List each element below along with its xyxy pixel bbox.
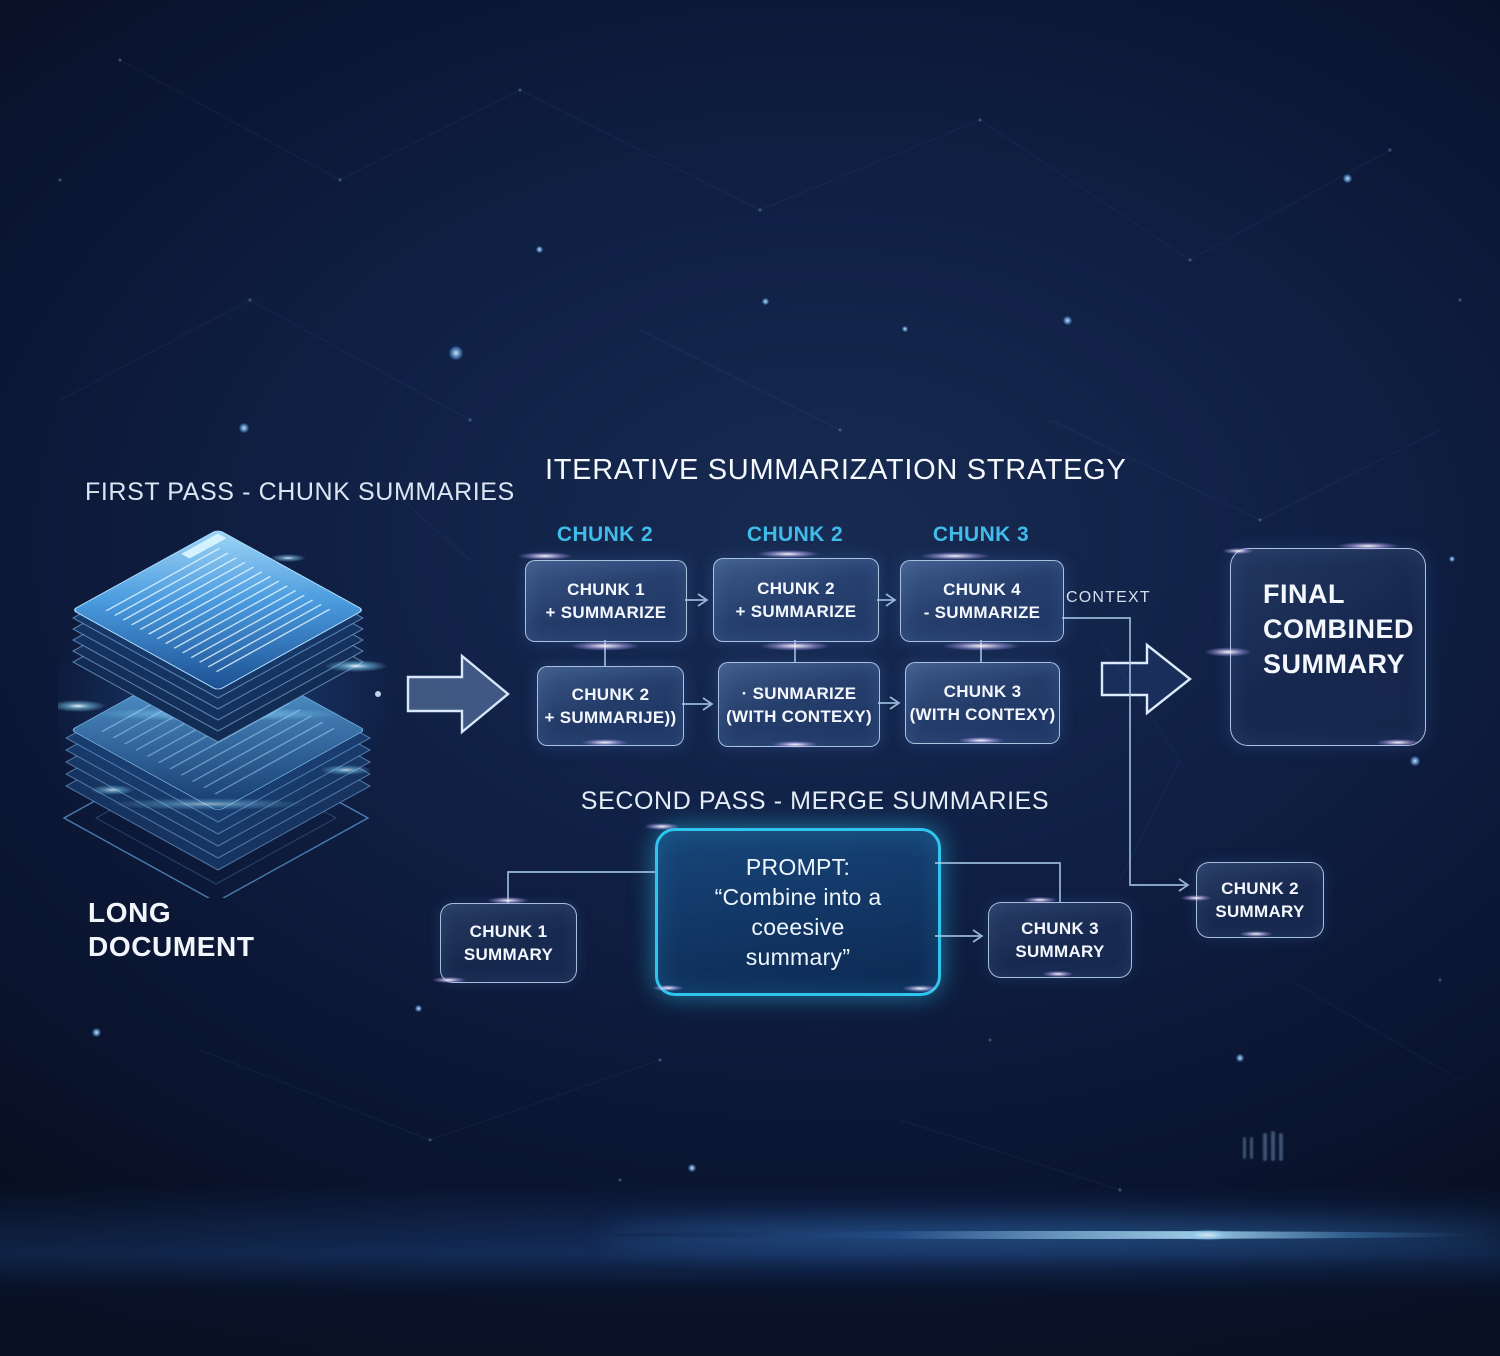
- node-summarize-with-context: · SUNMARIZE (WITH CONTEXY): [718, 662, 880, 747]
- prompt-line2: “Combine into a: [714, 884, 882, 910]
- node-chunk1-summarize: CHUNK 1 + SUMMARIZE: [525, 560, 687, 642]
- node-chunk2-summarize-b: CHUNK 2 + SUMMARIJE)): [537, 666, 684, 746]
- final-line2: COMBINED: [1263, 614, 1414, 644]
- context-label: CONTEXT: [1066, 589, 1151, 606]
- node-chunk3-with-context: CHUNK 3 (WITH CONTEXY): [905, 662, 1060, 744]
- final-line1: FINAL: [1263, 579, 1345, 609]
- node-line: + SUMMARIZE: [735, 602, 857, 621]
- node-line: SUMMARY: [1215, 902, 1305, 921]
- node-line: CHUNK 3: [943, 682, 1022, 701]
- node-line: + SUMMARIJE)): [544, 708, 677, 727]
- node-line: CHUNK 2: [571, 685, 650, 704]
- node-line: CHUNK 1: [469, 922, 548, 941]
- first-pass-heading: FIRST PASS - CHUNK SUMMARIES: [85, 478, 515, 506]
- prompt-line3: coeesive: [751, 914, 845, 940]
- chunk-label-3: CHUNK 3: [932, 523, 1030, 546]
- star-dot: [1449, 556, 1455, 562]
- chunk2-summary-box: CHUNK 2 SUMMARY: [1196, 862, 1324, 938]
- star-dot: [1236, 1054, 1244, 1062]
- node-line: CHUNK 2: [1221, 879, 1299, 898]
- chunk3-summary-box: CHUNK 3 SUMMARY: [988, 902, 1132, 978]
- long-document-line2: DOCUMENT: [88, 931, 255, 962]
- node-line: + SUMMARIZE: [545, 603, 667, 622]
- bottom-glow-band: [0, 1186, 1500, 1356]
- signal-bars-icon: [1243, 1131, 1287, 1161]
- star-dot: [449, 346, 463, 360]
- long-document-label: LONG DOCUMENT: [88, 896, 255, 964]
- second-pass-heading: SECOND PASS - MERGE SUMMARIES: [580, 787, 1050, 815]
- prompt-line1: PROMPT:: [745, 854, 851, 880]
- big-right-arrow-icon: [406, 653, 510, 735]
- chunk1-summary-box: CHUNK 1 SUMMARY: [440, 903, 577, 983]
- star-dot: [239, 423, 249, 433]
- chunk-label-1: CHUNK 2: [556, 523, 654, 546]
- node-line: · SUNMARIZE: [741, 683, 857, 703]
- star-dot: [688, 1164, 696, 1172]
- star-dot: [762, 298, 769, 305]
- final-line3: SUMMARY: [1263, 649, 1405, 679]
- star-dot: [902, 326, 908, 332]
- star-dot: [1343, 174, 1352, 183]
- node-line: CHUNK 2: [757, 579, 835, 598]
- prompt-box: PROMPT: “Combine into a coeesive summary…: [655, 828, 941, 996]
- star-dot: [168, 556, 174, 562]
- star-dot: [92, 1028, 101, 1037]
- node-line: - SUMMARIZE: [923, 603, 1041, 622]
- long-document-line1: LONG: [88, 897, 172, 928]
- prompt-line4: summary”: [745, 944, 851, 970]
- outline-right-arrow-icon: [1100, 642, 1192, 716]
- node-chunk4-summarize: CHUNK 4 - SUMMARIZE: [900, 560, 1064, 642]
- star-dot: [1063, 316, 1072, 325]
- node-line: CHUNK 3: [1021, 919, 1099, 938]
- node-chunk2-summarize: CHUNK 2 + SUMMARIZE: [713, 558, 879, 642]
- node-line: (WITH CONTEXY): [909, 705, 1056, 724]
- document-stack-icon: [58, 530, 393, 898]
- node-line: CHUNK 4: [943, 580, 1021, 599]
- star-dot: [415, 1005, 422, 1012]
- final-combined-summary-box: FINAL COMBINED SUMMARY: [1230, 548, 1426, 746]
- node-line: CHUNK 1: [567, 580, 645, 599]
- light-streak-core: [1178, 1228, 1238, 1242]
- node-line: (WITH CONTEXY): [726, 706, 872, 726]
- star-dot: [1410, 756, 1420, 766]
- node-line: SUMMARY: [463, 945, 554, 964]
- node-line: SUMMARY: [1015, 942, 1105, 961]
- star-dot: [536, 246, 543, 253]
- diagram-title: ITERATIVE SUMMARIZATION STRATEGY: [545, 454, 1127, 486]
- light-streak: [610, 1231, 1500, 1239]
- chunk-label-2: CHUNK 2: [746, 523, 844, 546]
